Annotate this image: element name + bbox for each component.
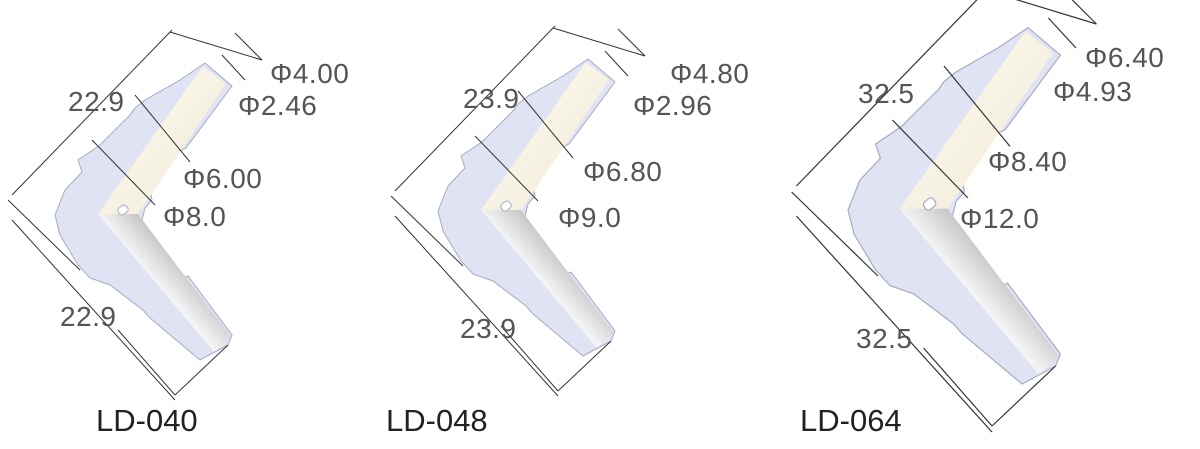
fitting-ld-064 xyxy=(790,0,1098,433)
model-label: LD-048 xyxy=(386,403,488,438)
barb-od-label: Φ4.80 xyxy=(670,58,750,89)
barb-od-label: Φ4.00 xyxy=(270,58,350,89)
length-upper-label: 32.5 xyxy=(858,78,915,109)
body-d-label: Φ8.0 xyxy=(163,201,227,232)
length-upper-label: 23.9 xyxy=(463,83,520,114)
model-label: LD-040 xyxy=(96,403,198,438)
length-lower-label: 32.5 xyxy=(856,323,913,354)
id-label: Φ2.96 xyxy=(633,90,713,121)
barb-od-label: Φ6.40 xyxy=(1085,42,1165,73)
model-label: LD-064 xyxy=(800,403,902,438)
flange-d-label: Φ6.80 xyxy=(583,156,663,187)
flange-d-label: Φ6.00 xyxy=(183,163,263,194)
body-d-label: Φ9.0 xyxy=(558,202,622,233)
length-upper-label: 22.9 xyxy=(68,86,125,117)
id-label: Φ2.46 xyxy=(238,90,318,121)
flange-d-label: Φ8.40 xyxy=(988,146,1068,177)
body-d-label: Φ12.0 xyxy=(960,203,1040,234)
length-lower-label: 22.9 xyxy=(60,301,117,332)
id-label: Φ4.93 xyxy=(1053,76,1133,107)
length-lower-label: 23.9 xyxy=(460,313,517,344)
